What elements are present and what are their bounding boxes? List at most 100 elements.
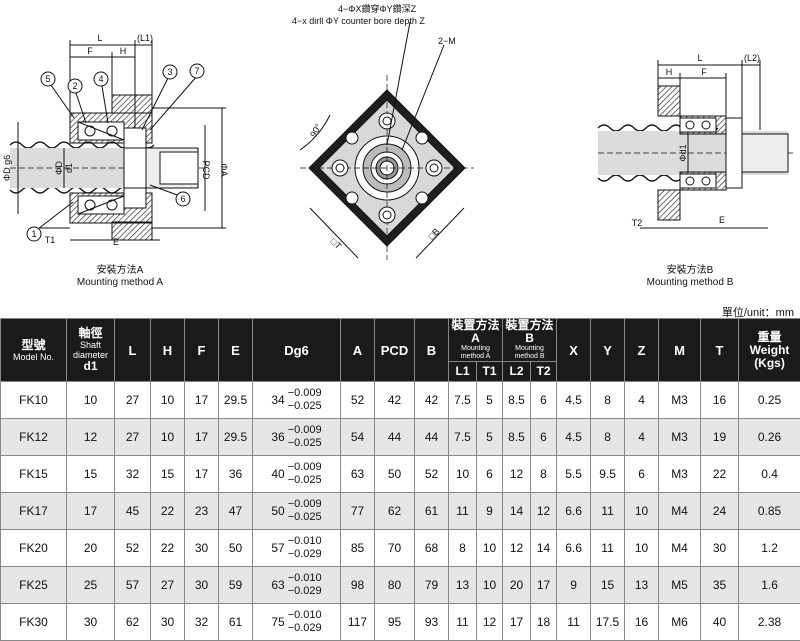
- cell-f: 17: [185, 419, 219, 456]
- dim-E-b: E: [719, 215, 725, 225]
- cell-l1: 11: [449, 493, 477, 530]
- cell-a: 77: [341, 493, 375, 530]
- callout-6: 6: [180, 194, 185, 204]
- cell-pcd: 95: [375, 604, 415, 641]
- callout-2: 2: [72, 81, 77, 91]
- cell-l1: 13: [449, 567, 477, 604]
- header-T2: T2: [531, 362, 557, 382]
- dim-L-b: L: [697, 53, 702, 63]
- cell-f: 23: [185, 493, 219, 530]
- cell-z: 13: [625, 567, 659, 604]
- cell-t1: 12: [477, 604, 503, 641]
- cell-b: 68: [415, 530, 449, 567]
- cell-w: 1.2: [739, 530, 800, 567]
- cell-w: 2.38: [739, 604, 800, 641]
- dim-L-a: L: [97, 33, 102, 43]
- cell-a: 63: [341, 456, 375, 493]
- spec-table: 型號 Model No. 軸徑 Shaft diameter d1 L H F …: [0, 318, 800, 641]
- cell-pcd: 44: [375, 419, 415, 456]
- cell-t1: 9: [477, 493, 503, 530]
- cell-t2: 14: [531, 530, 557, 567]
- header-L2: L2: [503, 362, 531, 382]
- drawing-mounting-b: [598, 60, 795, 228]
- cell-l: 45: [115, 493, 151, 530]
- cell-a: 54: [341, 419, 375, 456]
- cell-t2: 6: [531, 419, 557, 456]
- cell-t2: 17: [531, 567, 557, 604]
- dg6-upper-tolerance: −0.010: [288, 609, 322, 622]
- hole-spec-en: 4−x dirll ΦY counter bore depth Z: [292, 16, 425, 26]
- cell-b: 79: [415, 567, 449, 604]
- cell-model: FK10: [1, 382, 67, 419]
- cell-f: 17: [185, 382, 219, 419]
- cell-model: FK30: [1, 604, 67, 641]
- dg6-upper-tolerance: −0.010: [288, 535, 322, 548]
- cell-d: 36−0.009−0.025: [253, 419, 341, 456]
- cell-h: 10: [151, 382, 185, 419]
- cell-model: FK17: [1, 493, 67, 530]
- caption-mounting-a: 安裝方法A Mounting method A: [60, 265, 180, 289]
- cell-d1: 15: [67, 456, 115, 493]
- header-A: A: [341, 319, 375, 382]
- cell-t2: 8: [531, 456, 557, 493]
- caption-mounting-b-en: Mounting method B: [630, 277, 750, 289]
- cell-y: 15: [591, 567, 625, 604]
- dg6-nominal: 50: [271, 504, 284, 518]
- cell-f: 30: [185, 567, 219, 604]
- dg6-nominal: 40: [271, 467, 284, 481]
- cell-e: 47: [219, 493, 253, 530]
- cell-pcd: 70: [375, 530, 415, 567]
- cell-h: 27: [151, 567, 185, 604]
- cell-t: 40: [701, 604, 739, 641]
- header-M: M: [659, 319, 701, 382]
- cell-model: FK25: [1, 567, 67, 604]
- header-weight: 重量 Weight (Kgs): [739, 319, 800, 382]
- cell-model: FK15: [1, 456, 67, 493]
- header-F: F: [185, 319, 219, 382]
- cell-t: 22: [701, 456, 739, 493]
- cell-h: 22: [151, 530, 185, 567]
- dim-L2-b: (L2): [744, 53, 760, 63]
- header-H: H: [151, 319, 185, 382]
- dim-PhiD-a: ΦD: [54, 161, 64, 175]
- header-X: X: [557, 319, 591, 382]
- cell-b: 42: [415, 382, 449, 419]
- dim-PhiA-a: ΦA: [219, 163, 229, 176]
- dg6-nominal: 57: [271, 541, 284, 555]
- cell-a: 117: [341, 604, 375, 641]
- cell-h: 15: [151, 456, 185, 493]
- cell-l: 27: [115, 419, 151, 456]
- cell-l1: 11: [449, 604, 477, 641]
- cell-y: 11: [591, 493, 625, 530]
- dim-L1-a: (L1): [137, 33, 153, 43]
- cell-m: M4: [659, 493, 701, 530]
- cell-e: 59: [219, 567, 253, 604]
- dim-PCD-a: PCD: [201, 160, 211, 180]
- dg6-lower-tolerance: −0.025: [288, 400, 322, 413]
- spec-table-header: 型號 Model No. 軸徑 Shaft diameter d1 L H F …: [1, 319, 800, 382]
- cell-l2: 17: [503, 604, 531, 641]
- cell-t: 30: [701, 530, 739, 567]
- header-Z: Z: [625, 319, 659, 382]
- cell-m: M3: [659, 382, 701, 419]
- caption-mounting-b-zh: 安裝方法B: [630, 265, 750, 277]
- cell-x: 6.6: [557, 493, 591, 530]
- header-PCD: PCD: [375, 319, 415, 382]
- cell-e: 29.5: [219, 382, 253, 419]
- cell-y: 8: [591, 419, 625, 456]
- cell-l1: 7.5: [449, 382, 477, 419]
- cell-y: 8: [591, 382, 625, 419]
- cell-d: 34−0.009−0.025: [253, 382, 341, 419]
- cell-a: 52: [341, 382, 375, 419]
- header-L1: L1: [449, 362, 477, 382]
- cell-t2: 12: [531, 493, 557, 530]
- cell-x: 4.5: [557, 419, 591, 456]
- cell-w: 0.26: [739, 419, 800, 456]
- dg6-upper-tolerance: −0.009: [288, 461, 322, 474]
- cell-t1: 10: [477, 530, 503, 567]
